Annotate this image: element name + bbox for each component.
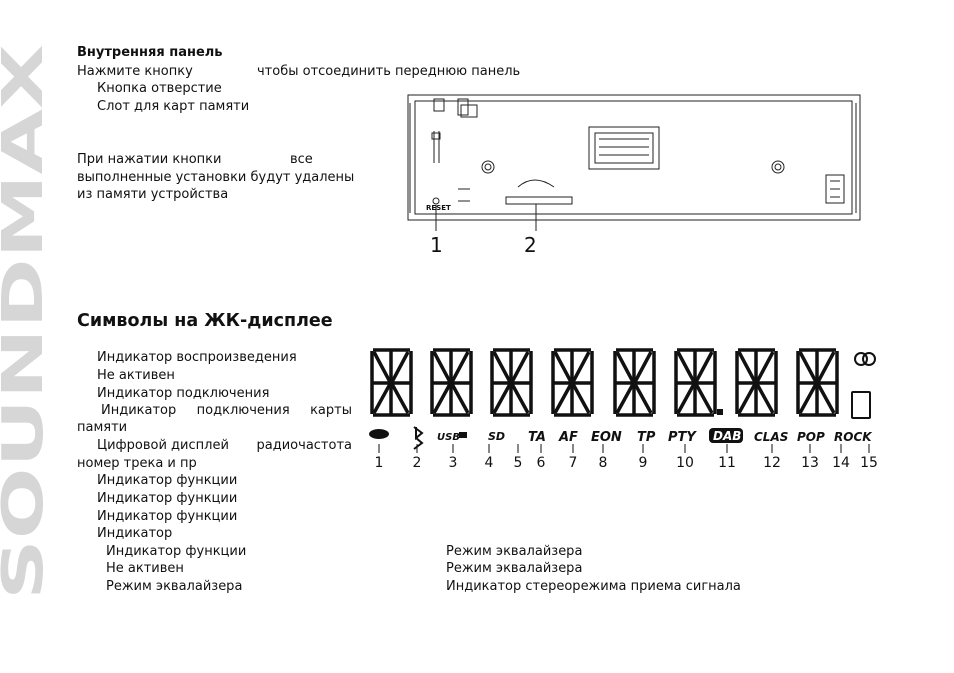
clas-label: CLAS	[754, 430, 788, 444]
lcd-callout-14: 14	[832, 455, 850, 471]
callout-1: 1	[430, 233, 443, 257]
lcd-item-11: Не активен	[106, 561, 184, 576]
rock-label: ROCK	[834, 430, 873, 444]
lcd-item-5: Цифровой дисплей радиочастота	[97, 438, 352, 453]
lcd-item-9: Индикатор	[97, 526, 173, 541]
lcd-item-8: Индикатор функции	[97, 509, 238, 524]
lcd-callout-11: 11	[718, 455, 736, 471]
ta-label: TA	[528, 430, 546, 445]
lcd-digit	[551, 348, 594, 417]
reset-note-1a: При нажатии кнопки	[77, 152, 222, 167]
item-card-slot: Слот для карт памяти	[97, 99, 250, 114]
lcd-item-1: Индикатор воспроизведения	[97, 350, 297, 365]
lcd-item-14: Режим эквалайзера	[446, 561, 583, 576]
lcd-icon-row: USB SD TA AF EON TP PTY DAB CLAS POP ROC…	[369, 426, 873, 450]
af-label: AF	[558, 430, 578, 445]
dab-badge	[709, 428, 743, 443]
reset-label: RESET	[426, 204, 451, 212]
lcd-callout-5: 5	[514, 455, 523, 471]
lcd-digit	[430, 348, 473, 417]
pty-label: PTY	[668, 430, 697, 445]
lcd-item-15: Индикатор стереорежима приема сигнала	[446, 579, 741, 594]
section-title-lcd-symbols: Символы на ЖК-дисплее	[77, 311, 333, 331]
lcd-digit	[370, 348, 413, 417]
pop-label: POP	[797, 430, 825, 444]
lcd-callout-3: 3	[449, 455, 458, 471]
lcd-callout-10: 10	[676, 455, 694, 471]
lcd-item-5-cont: номер трека и пр	[77, 456, 197, 471]
lcd-callout-15: 15	[860, 455, 878, 471]
lcd-callout-13: 13	[801, 455, 819, 471]
lcd-item-6: Индикатор функции	[97, 473, 238, 488]
usb-icon: USB	[437, 432, 460, 443]
lcd-digit	[490, 348, 533, 417]
lcd-item-13: Режим эквалайзера	[446, 544, 583, 559]
lcd-callout-7: 7	[569, 455, 578, 471]
lcd-callout-9: 9	[639, 455, 648, 471]
lcd-item-2: Не активен	[97, 368, 175, 383]
lcd-digit	[674, 348, 717, 417]
reset-note-1b: все	[290, 152, 313, 167]
reset-note-3: из памяти устройства	[77, 187, 229, 202]
lcd-digit	[613, 348, 656, 417]
lcd-callout-12: 12	[763, 455, 781, 471]
lcd-callout-2: 2	[413, 455, 422, 471]
inner-panel-diagram: RESET 1 2	[407, 94, 861, 257]
lcd-item-4: Индикатор подключения карты	[101, 403, 352, 418]
reset-note-2: выполненные установки будут удалены	[77, 170, 355, 185]
dab-label: DAB	[713, 429, 741, 443]
lcd-item-7: Индикатор функции	[97, 491, 238, 506]
item-reset-button: Кнопка отверстие	[97, 81, 222, 96]
lcd-item-10: Индикатор функции	[106, 544, 247, 559]
callout-2: 2	[524, 233, 537, 257]
lcd-callout-1: 1	[375, 455, 384, 471]
lcd-digit	[735, 348, 778, 417]
lcd-callout-4: 4	[485, 455, 494, 471]
soundmax-logo: SOUNDMAX	[0, 44, 50, 600]
section-title-inner-panel: Внутренняя панель	[77, 45, 223, 60]
press-text-1: Нажмите кнопку	[77, 64, 193, 79]
logo-text: SOUNDMAX	[0, 44, 50, 600]
bluetooth-icon	[413, 426, 424, 450]
lcd-callout-6: 6	[537, 455, 546, 471]
lcd-display-diagram: USB SD TA AF EON TP PTY DAB CLAS POP ROC…	[369, 348, 878, 471]
tp-label: TP	[637, 430, 656, 445]
lcd-item-12: Режим эквалайзера	[106, 579, 243, 594]
lcd-digit	[796, 348, 839, 417]
lcd-decimal-point	[717, 409, 723, 415]
lcd-item-4-cont: памяти	[77, 420, 128, 435]
lcd-callout-8: 8	[599, 455, 608, 471]
sd-icon: SD	[488, 430, 505, 443]
playback-disc-icon	[369, 429, 389, 439]
lcd-digit-segments	[370, 348, 839, 417]
eon-label: EON	[591, 430, 622, 445]
press-text-2: чтобы отсоединить переднюю панель	[257, 64, 521, 79]
lcd-item-3: Индикатор подключения	[97, 386, 270, 401]
